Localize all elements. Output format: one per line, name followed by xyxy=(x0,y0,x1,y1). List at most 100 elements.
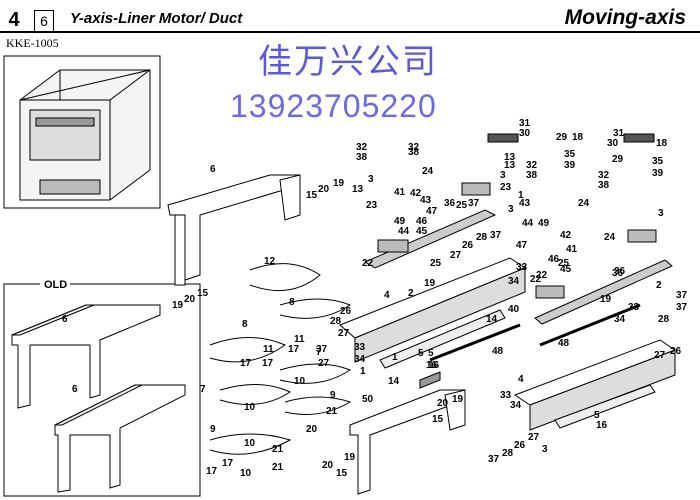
callout-c-13: 13 xyxy=(352,184,364,195)
callout-c-28b: 28 xyxy=(330,316,342,327)
callout-r-27: 27 xyxy=(654,350,666,361)
callout-duct-21b: 21 xyxy=(272,444,284,455)
callout-r-26: 26 xyxy=(670,346,682,357)
callout-r-30: 30 xyxy=(607,138,619,149)
callout-r-32b: 32 xyxy=(598,170,610,181)
callout-c-28: 28 xyxy=(476,232,488,243)
callout-center-20b: 20 xyxy=(322,460,334,471)
callout-r-1b: 1 xyxy=(360,366,366,377)
callout-c-41: 41 xyxy=(394,187,406,198)
callout-r-35: 35 xyxy=(652,156,664,167)
callout-c-30: 30 xyxy=(519,128,531,139)
center-motor-assembly xyxy=(339,182,527,389)
callout-c-37: 37 xyxy=(468,198,480,209)
callout-frame-15b: 15 xyxy=(197,288,209,299)
callout-r-49: 49 xyxy=(538,218,550,229)
callout-center-15a: 15 xyxy=(432,414,444,425)
callout-r-34b: 34 xyxy=(510,400,522,411)
callout-r-14: 14 xyxy=(388,376,400,387)
callout-r-3b: 3 xyxy=(658,208,664,219)
callout-r-28: 28 xyxy=(658,314,670,325)
callout-r-3c: 3 xyxy=(542,444,548,455)
callout-r-18: 18 xyxy=(656,138,668,149)
callout-duct-20: 20 xyxy=(306,424,318,435)
callout-duct-8b: 8 xyxy=(289,297,295,308)
callout-r-25: 25 xyxy=(558,258,570,269)
callout-c-1: 1 xyxy=(392,352,398,363)
callout-r-37: 37 xyxy=(676,290,688,301)
callout-c-44: 44 xyxy=(398,226,410,237)
callout-r-34: 34 xyxy=(614,314,626,325)
callout-c-13b: 13 xyxy=(504,160,516,171)
callout-r-48: 48 xyxy=(558,338,570,349)
callout-r-31: 31 xyxy=(613,128,625,139)
callout-c-35: 35 xyxy=(564,149,576,160)
callout-r-27b: 27 xyxy=(528,432,540,443)
callout-r-16b: 16 xyxy=(426,360,438,371)
callout-c-47: 47 xyxy=(426,206,438,217)
callout-r-33b: 33 xyxy=(500,390,512,401)
callout-r-41: 41 xyxy=(566,244,578,255)
callout-c-19: 19 xyxy=(424,278,436,289)
callout-duct-8a: 8 xyxy=(242,319,248,330)
callout-duct-10d: 10 xyxy=(240,468,252,479)
callout-r-45: 45 xyxy=(560,264,572,275)
callout-c-23b: 23 xyxy=(500,182,512,193)
callout-c-31: 31 xyxy=(519,118,531,129)
callout-c-49: 49 xyxy=(394,216,406,227)
callout-r-39: 39 xyxy=(652,168,664,179)
callout-duct-17c: 17 xyxy=(262,358,274,369)
callout-c-16: 16 xyxy=(428,360,440,371)
callout-r-1: 1 xyxy=(518,190,524,201)
callout-r-44: 44 xyxy=(522,218,534,229)
callout-c-18: 18 xyxy=(572,132,584,143)
callout-c-36b: 36 xyxy=(614,266,626,277)
header-rule xyxy=(0,31,700,33)
callout-duct-11a: 11 xyxy=(263,344,274,355)
callout-duct-10a: 10 xyxy=(244,402,256,413)
callout-frame-15a: 15 xyxy=(306,190,318,201)
callout-c-5: 5 xyxy=(428,348,434,359)
callout-r-47: 47 xyxy=(516,240,528,251)
watermark-company: 佳万兴公司 xyxy=(258,43,438,81)
old-label: OLD xyxy=(44,279,67,291)
callout-duct-17e: 17 xyxy=(222,458,234,469)
callout-r-32a: 32 xyxy=(526,160,538,171)
callout-c-33: 33 xyxy=(516,262,528,273)
callout-r-3: 3 xyxy=(508,204,514,215)
callout-r-4: 4 xyxy=(518,374,524,385)
callout-duct-11b: 11 xyxy=(294,334,305,345)
callout-r-43: 43 xyxy=(519,198,531,209)
callout-c-38a: 38 xyxy=(356,152,368,163)
callout-duct-17b: 17 xyxy=(288,344,300,355)
callout-c-39: 39 xyxy=(564,160,576,171)
callout-r-38a: 38 xyxy=(526,170,538,181)
callout-c-34b: 34 xyxy=(354,354,366,365)
callout-c-32b: 32 xyxy=(408,142,420,153)
callout-duct-7a: 7 xyxy=(200,384,206,395)
callout-center-15b: 15 xyxy=(336,468,348,479)
callout-duct-17a: 17 xyxy=(240,358,252,369)
callout-r-37b: 37 xyxy=(676,302,688,313)
callout-duct-37: 37 xyxy=(316,344,328,355)
callout-c-33b: 33 xyxy=(354,342,366,353)
callout-c-23: 23 xyxy=(366,200,378,211)
callout-duct-21c: 21 xyxy=(272,462,284,473)
callout-r-22: 22 xyxy=(530,274,542,285)
callout-c-34: 34 xyxy=(508,276,520,287)
callout-c-3: 3 xyxy=(368,174,374,185)
callout-c-26b: 26 xyxy=(340,306,352,317)
callout-frame-19b: 19 xyxy=(172,300,184,311)
callout-r-24b: 24 xyxy=(604,232,616,243)
right-motor-assembly xyxy=(487,133,677,431)
callout-r-24: 24 xyxy=(578,198,590,209)
callout-r-13: 13 xyxy=(504,152,516,163)
callout-c-46: 46 xyxy=(416,216,428,227)
model-code: KKE-1005 xyxy=(6,36,59,50)
callout-c-22b: 22 xyxy=(536,270,548,281)
callout-c-26: 26 xyxy=(462,240,474,251)
center-callouts: 31 30 29 18 35 39 32 38 32 38 36 37 13 3… xyxy=(330,118,626,371)
callout-r-28b: 28 xyxy=(502,448,514,459)
